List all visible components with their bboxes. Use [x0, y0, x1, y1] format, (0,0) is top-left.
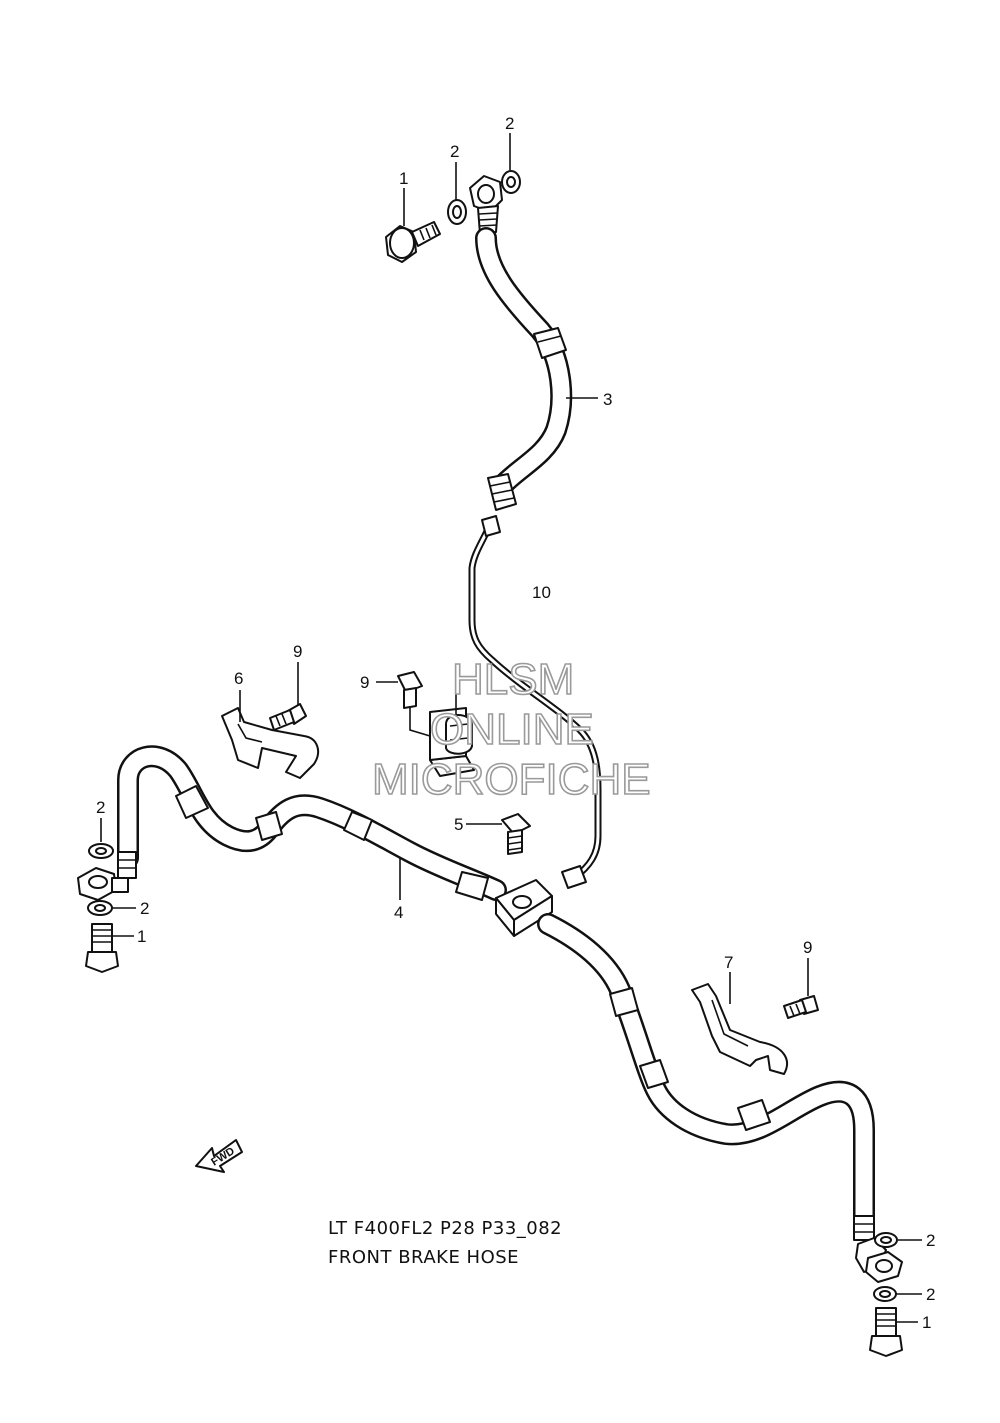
- right-washer-upper: [874, 1232, 898, 1248]
- main-brake-hose: [117, 745, 507, 901]
- brake-pipe: [468, 515, 602, 889]
- callout-washer-top-left: 2: [450, 142, 459, 161]
- callout-pipe-brake: 10: [532, 583, 551, 602]
- left-washer-lower: [87, 900, 113, 916]
- left-washer-upper: [88, 843, 114, 859]
- left-clamp-bolt: [269, 703, 307, 731]
- callout-washer-right-lower: 2: [926, 1285, 935, 1304]
- callout-washer-right-upper: 2: [926, 1231, 935, 1250]
- callout-clamp-right: 7: [724, 953, 733, 972]
- right-clamp-bolt: [783, 995, 819, 1019]
- callout-bolt-clamp-left: 9: [293, 642, 302, 661]
- right-banjo-fitting: [855, 1237, 903, 1283]
- watermark: HLSM ONLINE MICROFICHE: [371, 654, 651, 805]
- right-brake-hose: [537, 913, 875, 1241]
- leader-lines: [100, 133, 922, 1323]
- callout-washer-top-right: 2: [505, 114, 514, 133]
- callout-washer-left-upper: 2: [96, 798, 105, 817]
- junction-block: [495, 879, 553, 937]
- right-clamp: [691, 983, 788, 1075]
- center-clamp: [429, 688, 475, 777]
- left-banjo-bolt: [85, 923, 119, 973]
- watermark-line-3: MICROFICHE: [372, 755, 651, 804]
- callout-bolt-junction: 5: [454, 815, 463, 834]
- upper-brake-hose: [475, 227, 573, 511]
- top-banjo-fitting: [469, 175, 503, 235]
- junction-bolt: [501, 813, 531, 855]
- callout-hose-upper: 3: [603, 390, 612, 409]
- left-banjo-fitting: [77, 867, 129, 901]
- callout-bolt-top: 1: [399, 169, 408, 188]
- diagram-title: FRONT BRAKE HOSE: [328, 1247, 520, 1268]
- callout-bolt-right: 1: [922, 1313, 931, 1332]
- center-clamp-bolt: [397, 671, 431, 737]
- callout-washer-left-lower: 2: [140, 899, 149, 918]
- top-washer-left: [447, 199, 467, 225]
- callout-hose-main: 4: [394, 903, 403, 922]
- watermark-line-1: HLSM: [452, 655, 574, 704]
- watermark-line-2: ONLINE: [430, 705, 594, 754]
- top-banjo-bolt: [385, 221, 441, 263]
- diagram-code: LT F400FL2 P28 P33_082: [328, 1218, 563, 1239]
- right-washer-lower: [873, 1286, 897, 1302]
- top-washer-right: [501, 170, 521, 194]
- callout-bolt-clamp-center: 9: [360, 673, 369, 692]
- fwd-arrow: FWD: [195, 1139, 243, 1173]
- callout-numbers: 1 2 2 3 10 6 9 9 5 4 2 2 1 7 9 2 2 1: [96, 114, 935, 1332]
- right-banjo-bolt: [869, 1307, 903, 1357]
- left-clamp: [221, 707, 320, 779]
- callout-bolt-clamp-right: 9: [803, 938, 812, 957]
- callout-bolt-left: 1: [137, 927, 146, 946]
- callout-clamp-left: 6: [234, 669, 243, 688]
